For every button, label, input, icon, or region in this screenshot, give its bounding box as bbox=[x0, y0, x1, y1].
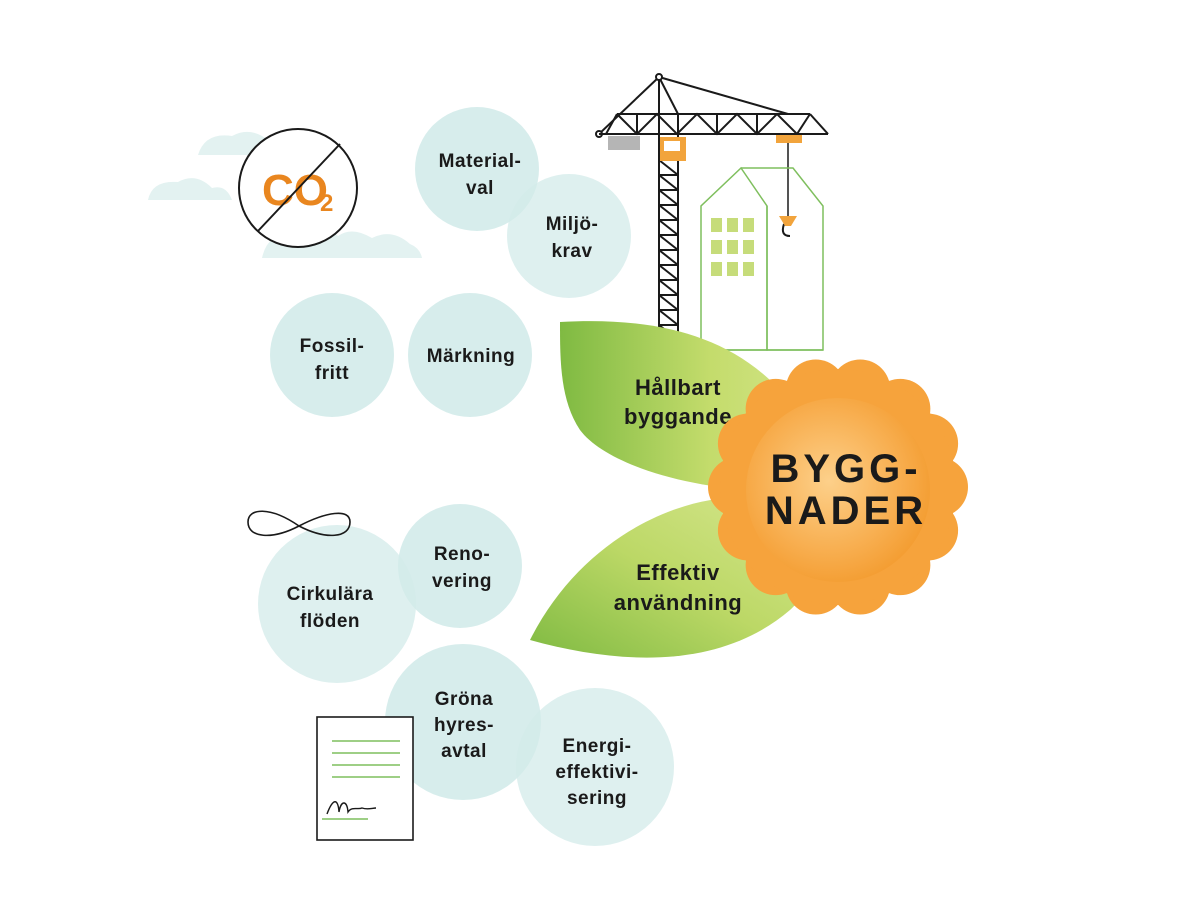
trolley bbox=[776, 135, 802, 143]
leaf-bottom-label-1: Effektiv bbox=[636, 560, 720, 585]
infinity-icon bbox=[247, 510, 351, 537]
label-fossilfritt-1: Fossil- bbox=[300, 336, 365, 357]
label-cirkulara-2: flöden bbox=[300, 611, 360, 632]
label-fossilfritt-2: fritt bbox=[315, 363, 349, 384]
label-grona-1: Gröna bbox=[435, 689, 493, 710]
leaf-top-label-2: byggande bbox=[624, 404, 732, 429]
label-energi-1: Energi- bbox=[563, 736, 632, 757]
label-markning: Märkning bbox=[427, 346, 515, 367]
no-co2-icon: CO 2 bbox=[238, 128, 358, 248]
contract-document-icon bbox=[316, 716, 414, 841]
signature-icon bbox=[326, 801, 377, 815]
flower-icon: BYGG- NADER bbox=[708, 359, 968, 615]
label-materialval-1: Material- bbox=[439, 151, 522, 172]
label-miljokrav-2: krav bbox=[551, 241, 592, 262]
bubble-energi bbox=[516, 688, 674, 846]
leaf-top-label-1: Hållbart bbox=[635, 375, 721, 400]
co2-subscript: 2 bbox=[320, 190, 333, 217]
label-cirkulara-1: Cirkulära bbox=[287, 584, 374, 605]
building-windows bbox=[711, 218, 754, 276]
leaf-bottom-label-2: användning bbox=[614, 590, 742, 615]
flower-label-2: NADER bbox=[765, 489, 927, 533]
construction-crane-icon bbox=[595, 73, 829, 351]
cloud-left bbox=[148, 178, 232, 200]
building-icon bbox=[700, 166, 824, 351]
bubble-grona bbox=[385, 644, 541, 800]
bubble-fossilfritt bbox=[270, 293, 394, 417]
bubble-cirkulara bbox=[258, 525, 416, 683]
label-materialval-2: val bbox=[466, 178, 494, 199]
flower-label-1: BYGG- bbox=[770, 447, 921, 491]
label-grona-2: hyres- bbox=[434, 715, 494, 736]
label-renovering-1: Reno- bbox=[434, 544, 490, 565]
hook-weight bbox=[779, 216, 797, 226]
bubble-markning bbox=[408, 293, 532, 417]
bubble-materialval bbox=[415, 107, 539, 231]
bubble-miljokrav bbox=[507, 174, 631, 298]
topic-bubbles bbox=[258, 107, 674, 846]
label-miljokrav-1: Miljö- bbox=[546, 214, 599, 235]
label-renovering-2: vering bbox=[432, 571, 492, 592]
counterweight bbox=[608, 136, 640, 150]
label-energi-3: sering bbox=[567, 788, 627, 809]
label-energi-2: effektivi- bbox=[555, 762, 638, 783]
bubble-renovering bbox=[398, 504, 522, 628]
crane-parts bbox=[608, 135, 802, 226]
label-grona-3: avtal bbox=[441, 741, 487, 762]
